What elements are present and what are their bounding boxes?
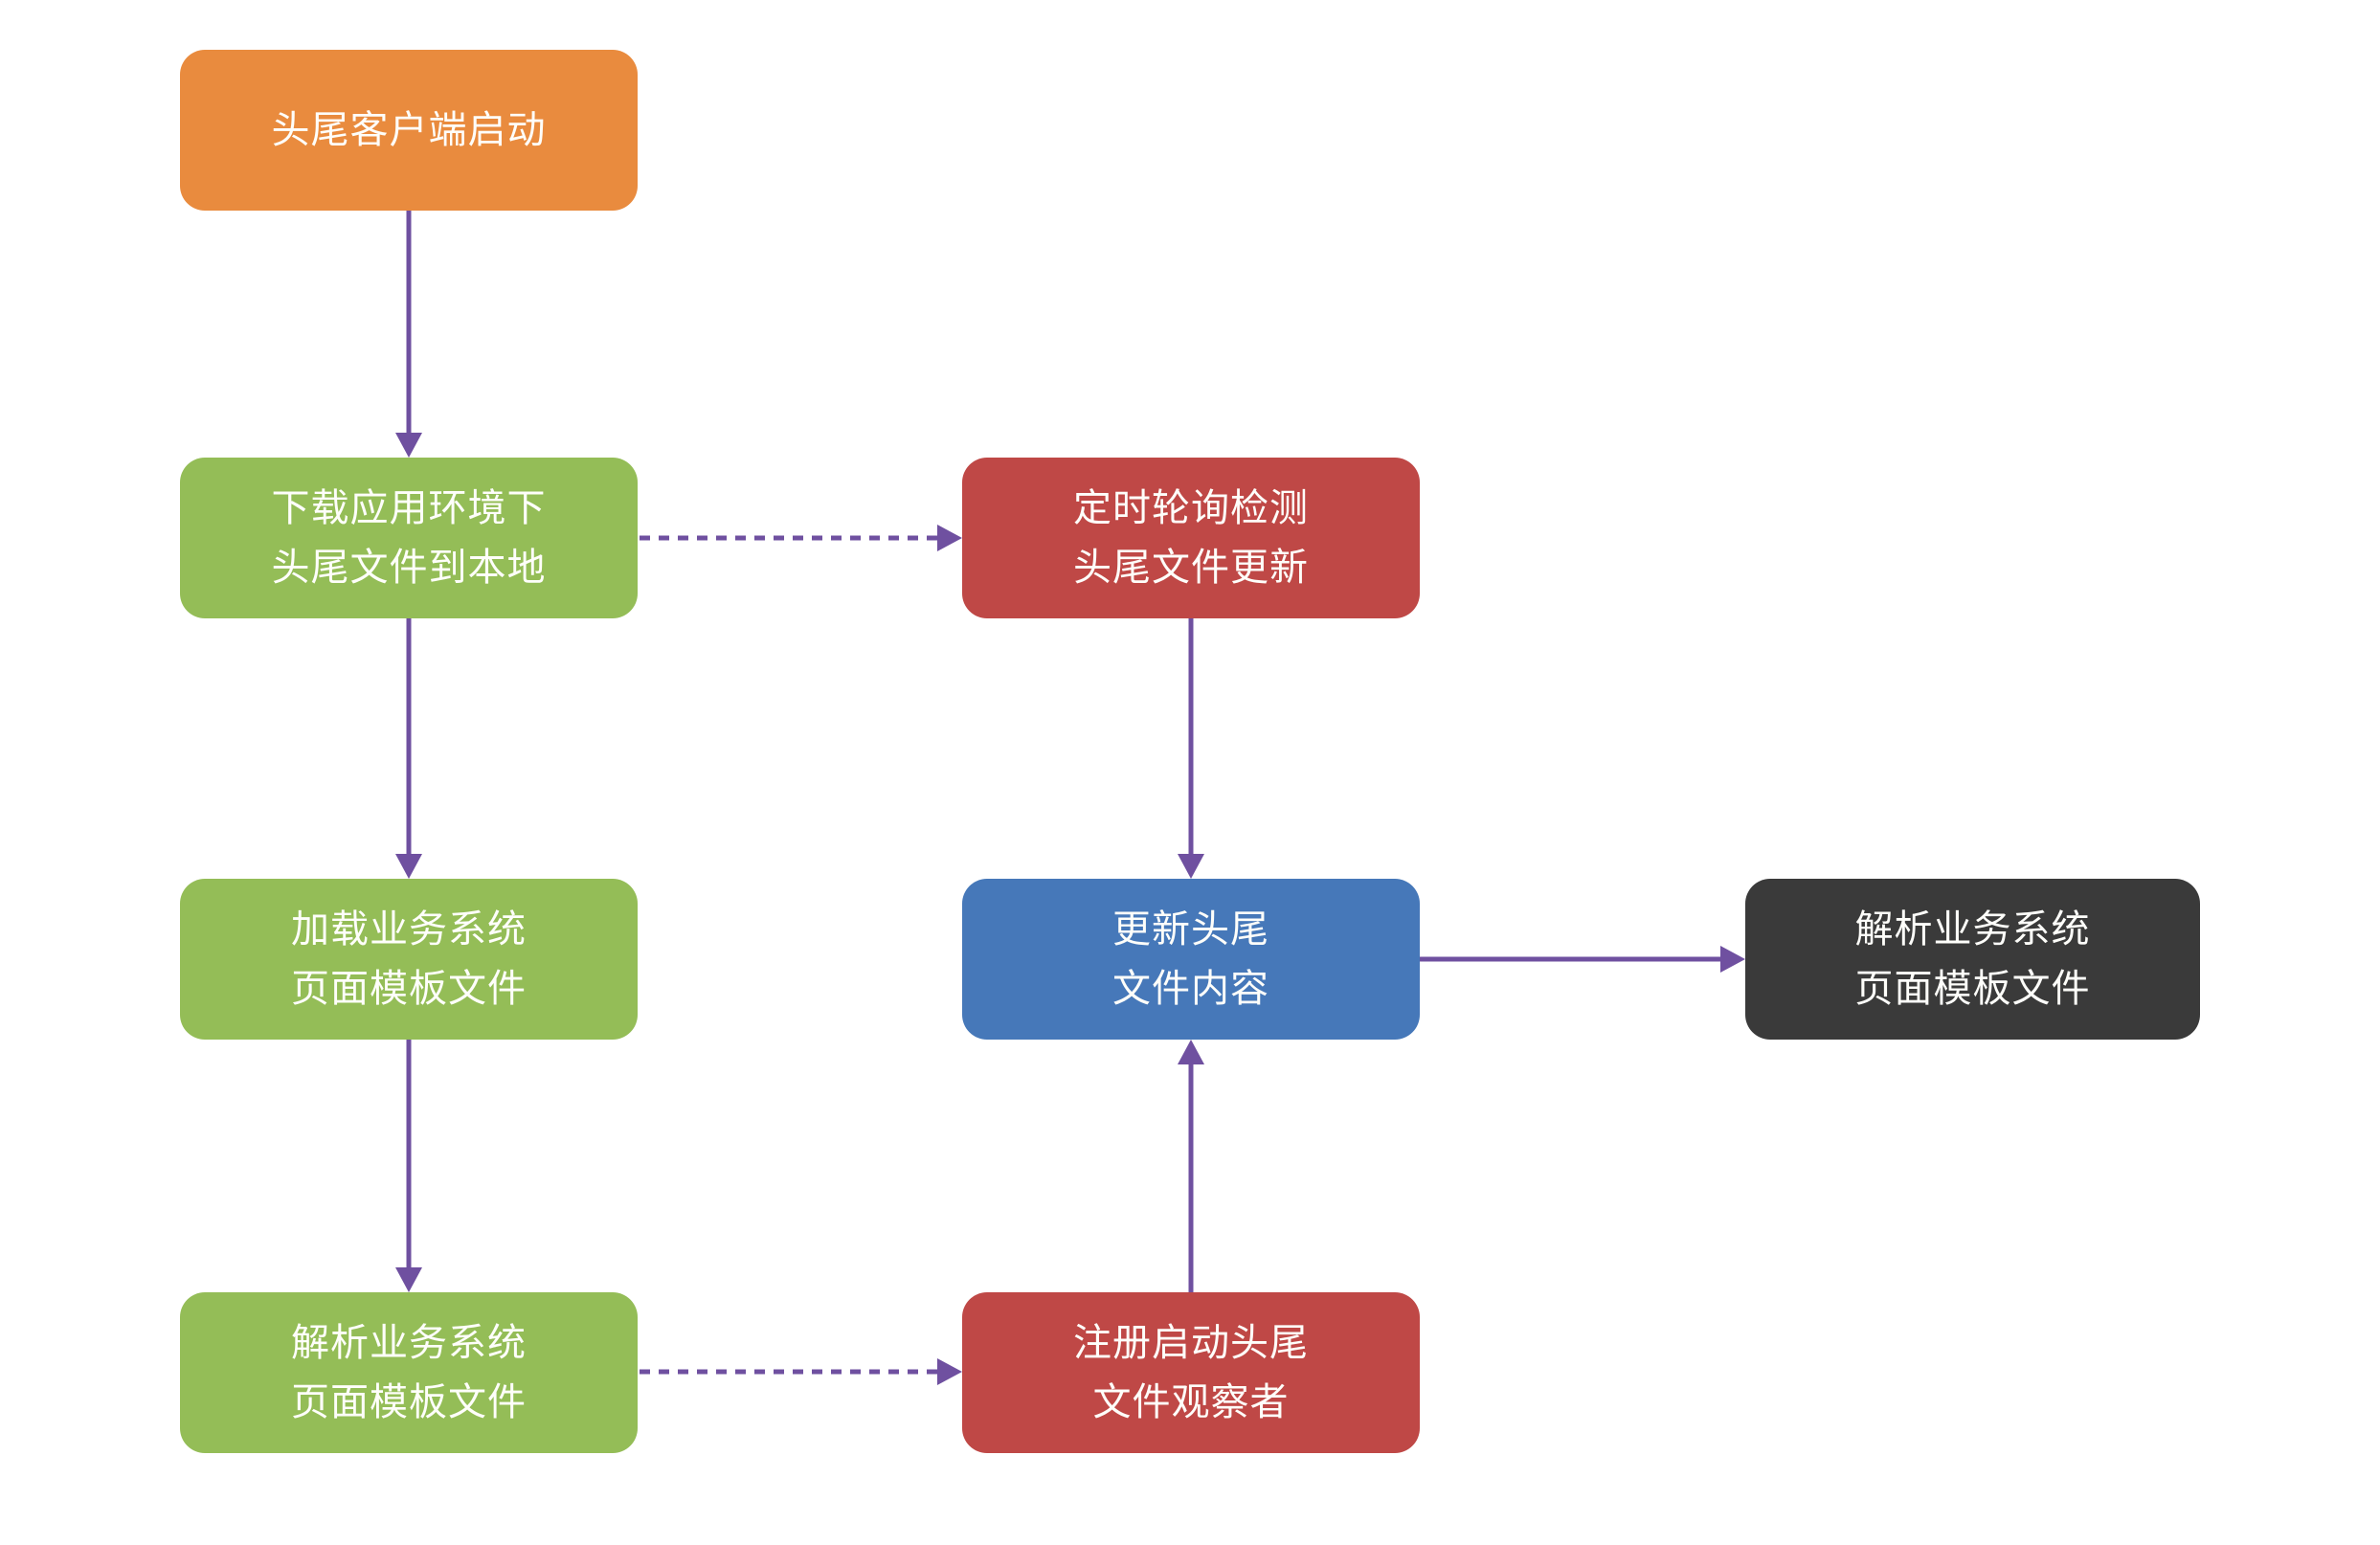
flow-node-parse-template: 解析业务系统 页面模板文件 xyxy=(180,1292,638,1453)
flow-arrowhead-poll-to-update xyxy=(1178,854,1204,879)
flow-node-update-content-label: 更新头尾 文件内容 xyxy=(1112,908,1269,1010)
flow-node-poll-check-label: 定时轮询检测 头尾文件更新 xyxy=(1073,487,1309,589)
flow-arrowhead-register-to-update xyxy=(1178,1040,1204,1064)
flow-node-download-files-label: 下载应用环境下 头尾文件到本地 xyxy=(271,487,547,589)
flow-node-poll-check: 定时轮询检测 头尾文件更新 xyxy=(962,458,1420,618)
flow-node-load-template-label: 加载业务系统 页面模板文件 xyxy=(291,908,527,1010)
flow-arrowhead-update-to-parse-out xyxy=(1720,946,1745,973)
flow-node-register-observer: 注册启动头尾 文件观察者 xyxy=(962,1292,1420,1453)
flow-arrowhead-start-to-download xyxy=(395,433,422,458)
flow-node-register-observer-label: 注册启动头尾 文件观察者 xyxy=(1073,1322,1309,1423)
flow-arrowhead-download-to-load xyxy=(395,854,422,879)
flow-arrowhead-parse-to-register xyxy=(937,1358,962,1385)
flow-node-download-files: 下载应用环境下 头尾文件到本地 xyxy=(180,458,638,618)
flow-node-client-start: 头尾客户端启动 xyxy=(180,50,638,211)
flow-node-parse-template-out-label: 解析业务系统 页面模板文件 xyxy=(1854,908,2091,1010)
flow-node-load-template: 加载业务系统 页面模板文件 xyxy=(180,879,638,1040)
flow-node-client-start-label: 头尾客户端启动 xyxy=(271,109,547,151)
flow-node-update-content: 更新头尾 文件内容 xyxy=(962,879,1420,1040)
flow-node-parse-template-label: 解析业务系统 页面模板文件 xyxy=(291,1322,527,1423)
flow-node-parse-template-out: 解析业务系统 页面模板文件 xyxy=(1745,879,2200,1040)
flow-arrowhead-load-to-parse xyxy=(395,1267,422,1292)
flow-arrowhead-download-to-poll xyxy=(937,525,962,551)
